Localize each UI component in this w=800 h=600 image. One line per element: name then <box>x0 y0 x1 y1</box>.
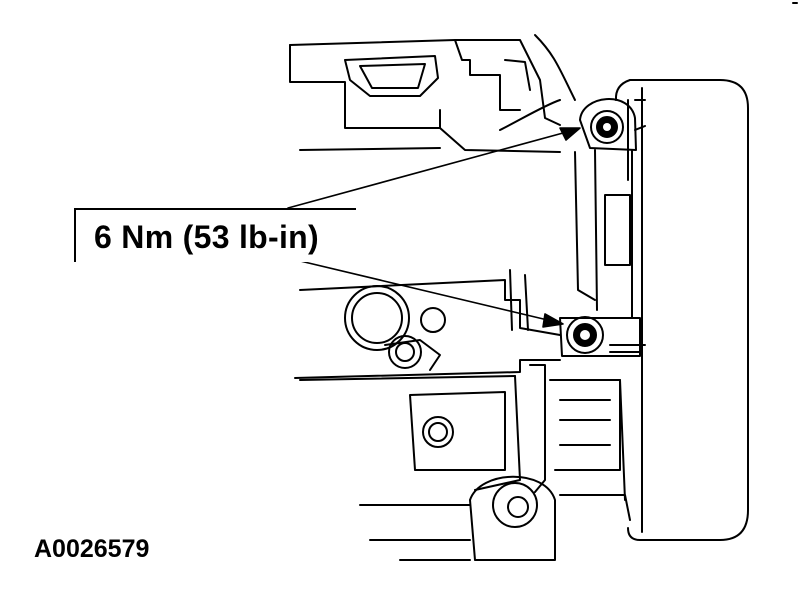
torque-callout-box <box>74 208 356 262</box>
upper-casting <box>289 34 576 153</box>
timing-cover <box>614 79 749 541</box>
lower-bolt <box>559 316 646 357</box>
leader-to-upper-bolt <box>287 129 575 209</box>
lower-boss <box>359 475 631 561</box>
torque-callout-label: 6 Nm (53 lb-in) <box>94 219 319 255</box>
bracket <box>574 149 633 319</box>
upper-bolt <box>579 98 646 151</box>
lower-block <box>299 364 626 501</box>
head-section <box>294 269 561 379</box>
arrowhead-upper <box>559 127 581 141</box>
leader-to-lower-bolt <box>295 259 557 323</box>
figure-id-label: A0026579 <box>34 535 150 563</box>
arrowhead-lower <box>542 313 564 328</box>
leader-lines <box>287 127 581 328</box>
